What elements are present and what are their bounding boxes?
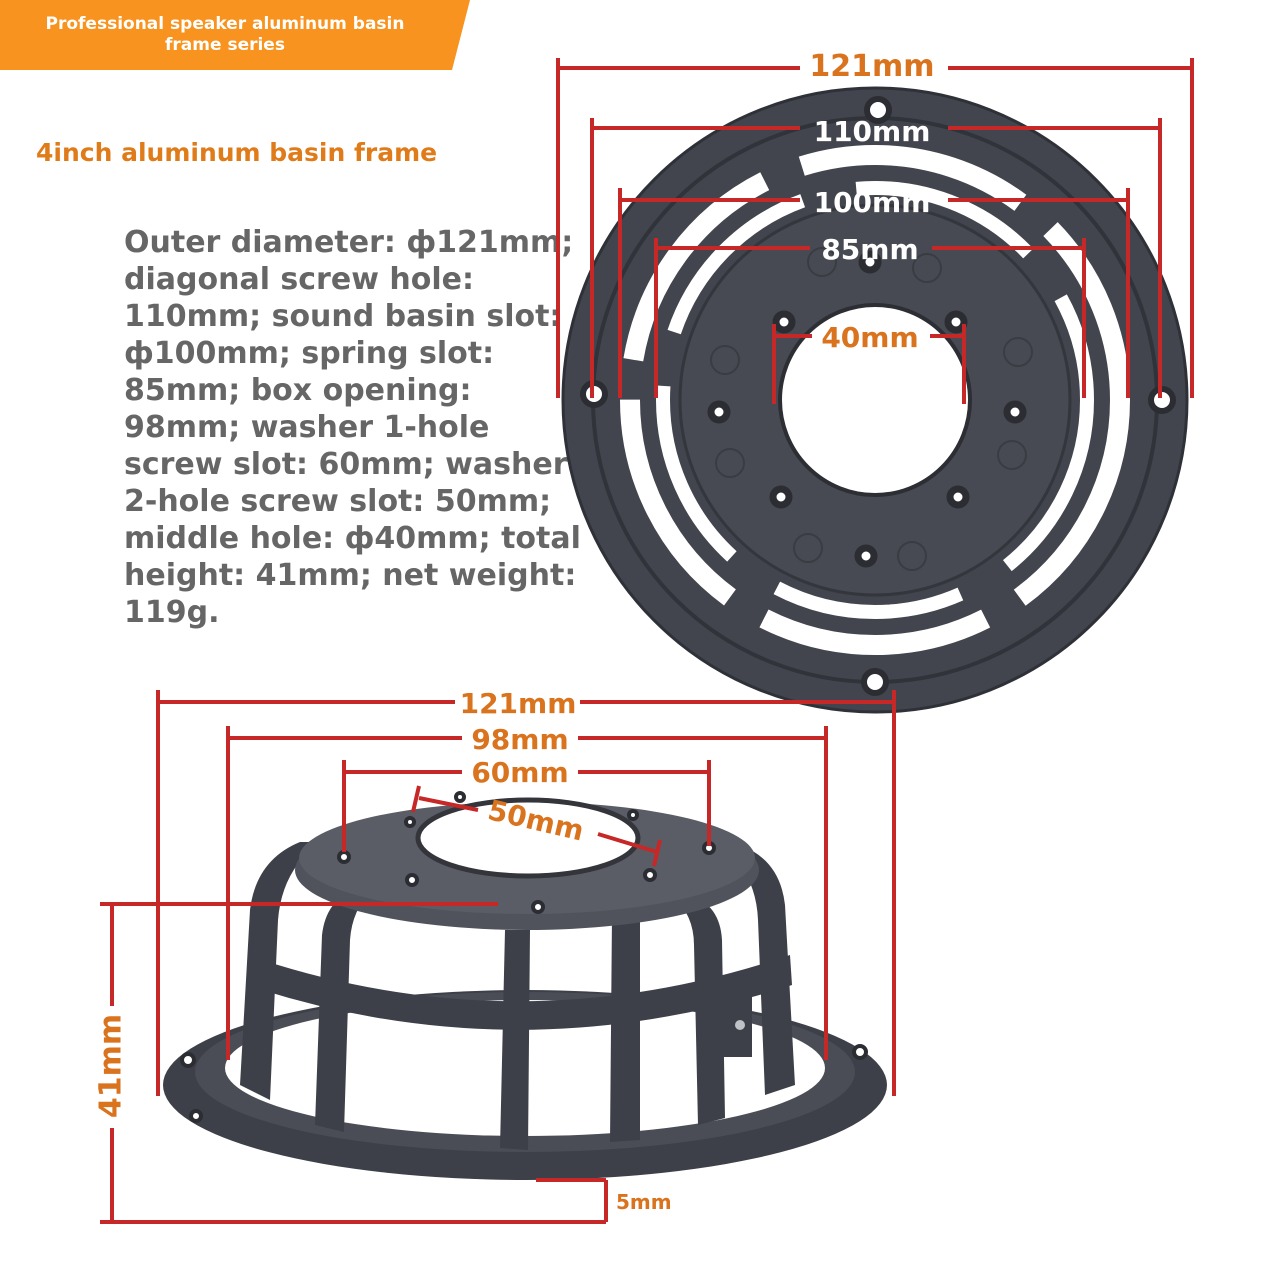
side-flange-label: 5mm xyxy=(616,1190,672,1214)
product-subtitle: 4inch aluminum basin frame xyxy=(36,138,438,167)
banner-shape xyxy=(0,0,470,70)
spec-description: Outer diameter: ф121mm; diagonal screw h… xyxy=(124,225,581,630)
banner-title: Professional speaker aluminum basin fram… xyxy=(45,14,405,55)
top-spring-slot-label: 85mm xyxy=(821,233,918,266)
top-middle-hole-label: 40mm xyxy=(821,321,918,354)
top-outer-diameter-label: 121mm xyxy=(809,49,934,84)
side-height-label: 41mm xyxy=(94,1014,129,1118)
side-outer-diameter-label: 121mm xyxy=(460,687,577,720)
side-washer-1-hole-label: 60mm xyxy=(471,756,568,789)
side-box-opening-label: 98mm xyxy=(471,723,568,756)
side-dimension-lines xyxy=(100,690,896,1224)
top-basin-slot-label: 100mm xyxy=(814,186,931,219)
series-banner: Professional speaker aluminum basin fram… xyxy=(0,0,470,70)
frame-top-view xyxy=(561,86,1189,714)
top-screw-hole-label: 110mm xyxy=(814,115,931,148)
frame-side-view xyxy=(163,791,887,1180)
top-dimension-lines xyxy=(556,58,1194,404)
